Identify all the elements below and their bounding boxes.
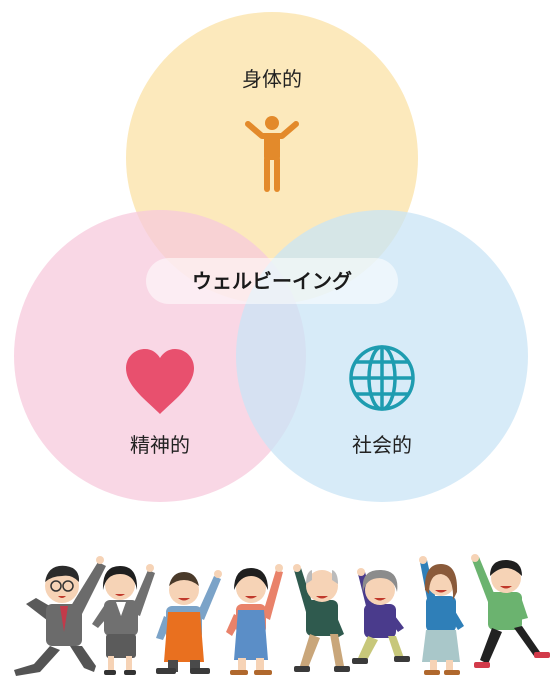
globe-icon [349, 345, 415, 411]
person-6 [352, 568, 410, 664]
person-3 [156, 570, 222, 674]
label-physical: 身体的 [242, 67, 302, 91]
person-2 [92, 564, 155, 675]
person-7 [419, 556, 464, 675]
center-pill: ウェルビーイング [146, 258, 398, 304]
person-icon [245, 116, 299, 192]
heart-icon [126, 349, 194, 414]
person-8 [471, 554, 550, 668]
center-label: ウェルビーイング [192, 269, 352, 293]
person-4 [226, 564, 283, 675]
label-social: 社会的 [352, 433, 412, 457]
person-1 [14, 556, 106, 676]
person-5 [293, 564, 350, 672]
cheering-people-illustration [14, 554, 550, 676]
label-mental: 精神的 [130, 433, 190, 457]
